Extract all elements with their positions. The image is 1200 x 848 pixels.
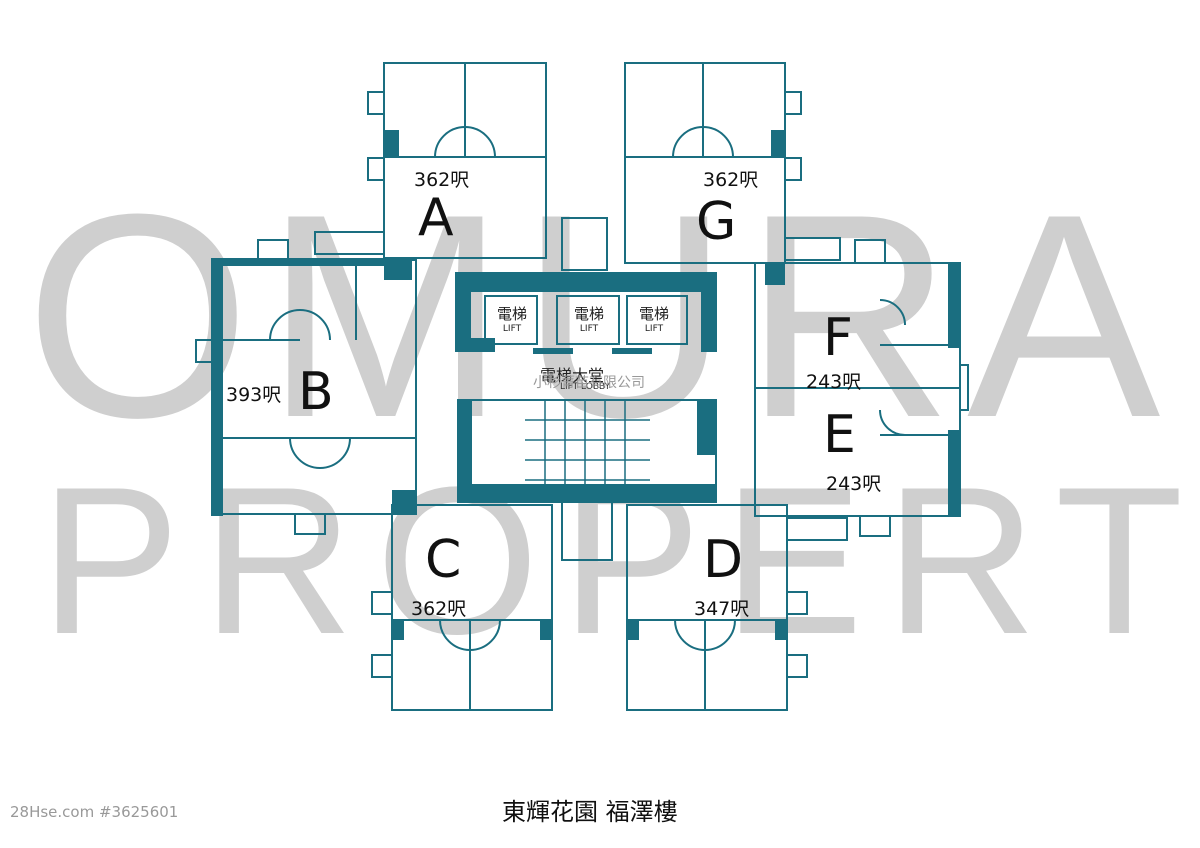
unit-area-e: 243呎 — [826, 473, 882, 495]
unit-label-a: A — [418, 188, 454, 248]
unit-label-f: F — [823, 308, 853, 368]
unit-area-d: 347呎 — [694, 598, 750, 620]
unit-label-d: D — [703, 530, 744, 590]
lift-2: 電梯 LIFT — [561, 303, 617, 334]
unit-label-b: B — [298, 362, 334, 422]
lift-3: 電梯 LIFT — [626, 303, 682, 334]
lift-3-zh: 電梯 — [638, 305, 669, 323]
unit-area-a: 362呎 — [414, 169, 470, 191]
unit-area-c: 362呎 — [411, 598, 467, 620]
lift-2-zh: 電梯 — [573, 305, 604, 323]
watermark-company: 小杉菁苗有限公司 — [533, 375, 645, 391]
unit-label-e: E — [823, 405, 856, 465]
unit-e-outline — [754, 387, 961, 517]
unit-area-f: 243呎 — [806, 371, 862, 393]
lift-1-zh: 電梯 — [496, 305, 527, 323]
lift-lobby-en: LIFT LOBBY — [560, 382, 611, 392]
watermark-line2: PROPERTY — [40, 443, 1200, 678]
lift-3-en: LIFT — [644, 324, 664, 334]
lift-1-en: LIFT — [502, 324, 522, 334]
building-title: 東輝花園 福澤樓 — [502, 798, 678, 826]
unit-area-g: 362呎 — [703, 169, 759, 191]
unit-label-c: C — [425, 530, 462, 590]
unit-area-b: 393呎 — [226, 384, 282, 406]
unit-label-g: G — [696, 192, 737, 252]
source-label: 28Hse.com #3625601 — [10, 803, 179, 821]
lift-lobby-zh: 電梯大堂 — [540, 366, 605, 385]
lift-1: 電梯 LIFT — [484, 303, 540, 334]
lift-2-en: LIFT — [579, 324, 599, 334]
